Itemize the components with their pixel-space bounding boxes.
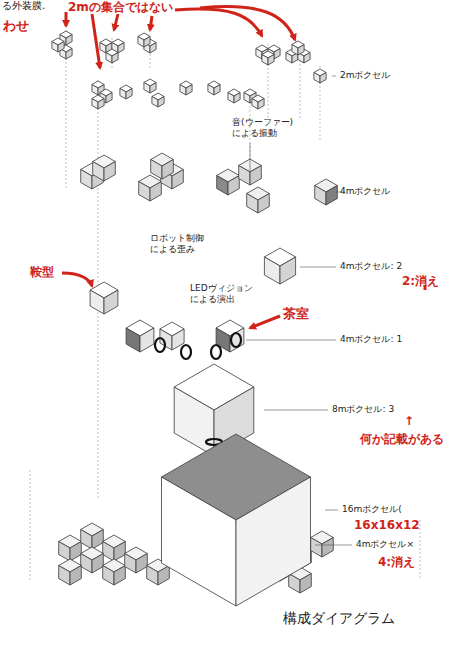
- annotation: 2:消え: [402, 274, 439, 288]
- part-label: 2mボクセル: [340, 70, 391, 81]
- part-label: 4mボクセル×: [356, 539, 414, 550]
- annotation: 鞍型: [30, 265, 54, 279]
- part-label: 4mボクセル: 2: [340, 261, 402, 272]
- annotation: 何か記載がある: [360, 432, 444, 446]
- annotation: わせ: [3, 18, 29, 34]
- part-label: LEDヴィジョン による演出: [190, 283, 250, 305]
- part-label: 4mボクセル: 1: [340, 334, 402, 345]
- annotation: 16x16x12: [354, 518, 420, 532]
- part-label: る外装膜.: [2, 0, 45, 12]
- annotation: 茶室: [283, 306, 309, 322]
- part-label: 4mボクセル: [340, 186, 391, 197]
- part-label: ロボット制御 による歪み: [150, 233, 206, 255]
- part-label: 音(ウーファー) による振動: [232, 117, 294, 139]
- annotation: 2mの集合ではない: [68, 0, 173, 14]
- annotation: 4:消え: [378, 555, 415, 569]
- caption: 構成ダイアグラム: [283, 610, 395, 627]
- annotation: ↑: [404, 414, 414, 428]
- part-label: 8mボクセル: 3: [332, 404, 394, 415]
- part-label: 16mボクセル(: [342, 504, 402, 515]
